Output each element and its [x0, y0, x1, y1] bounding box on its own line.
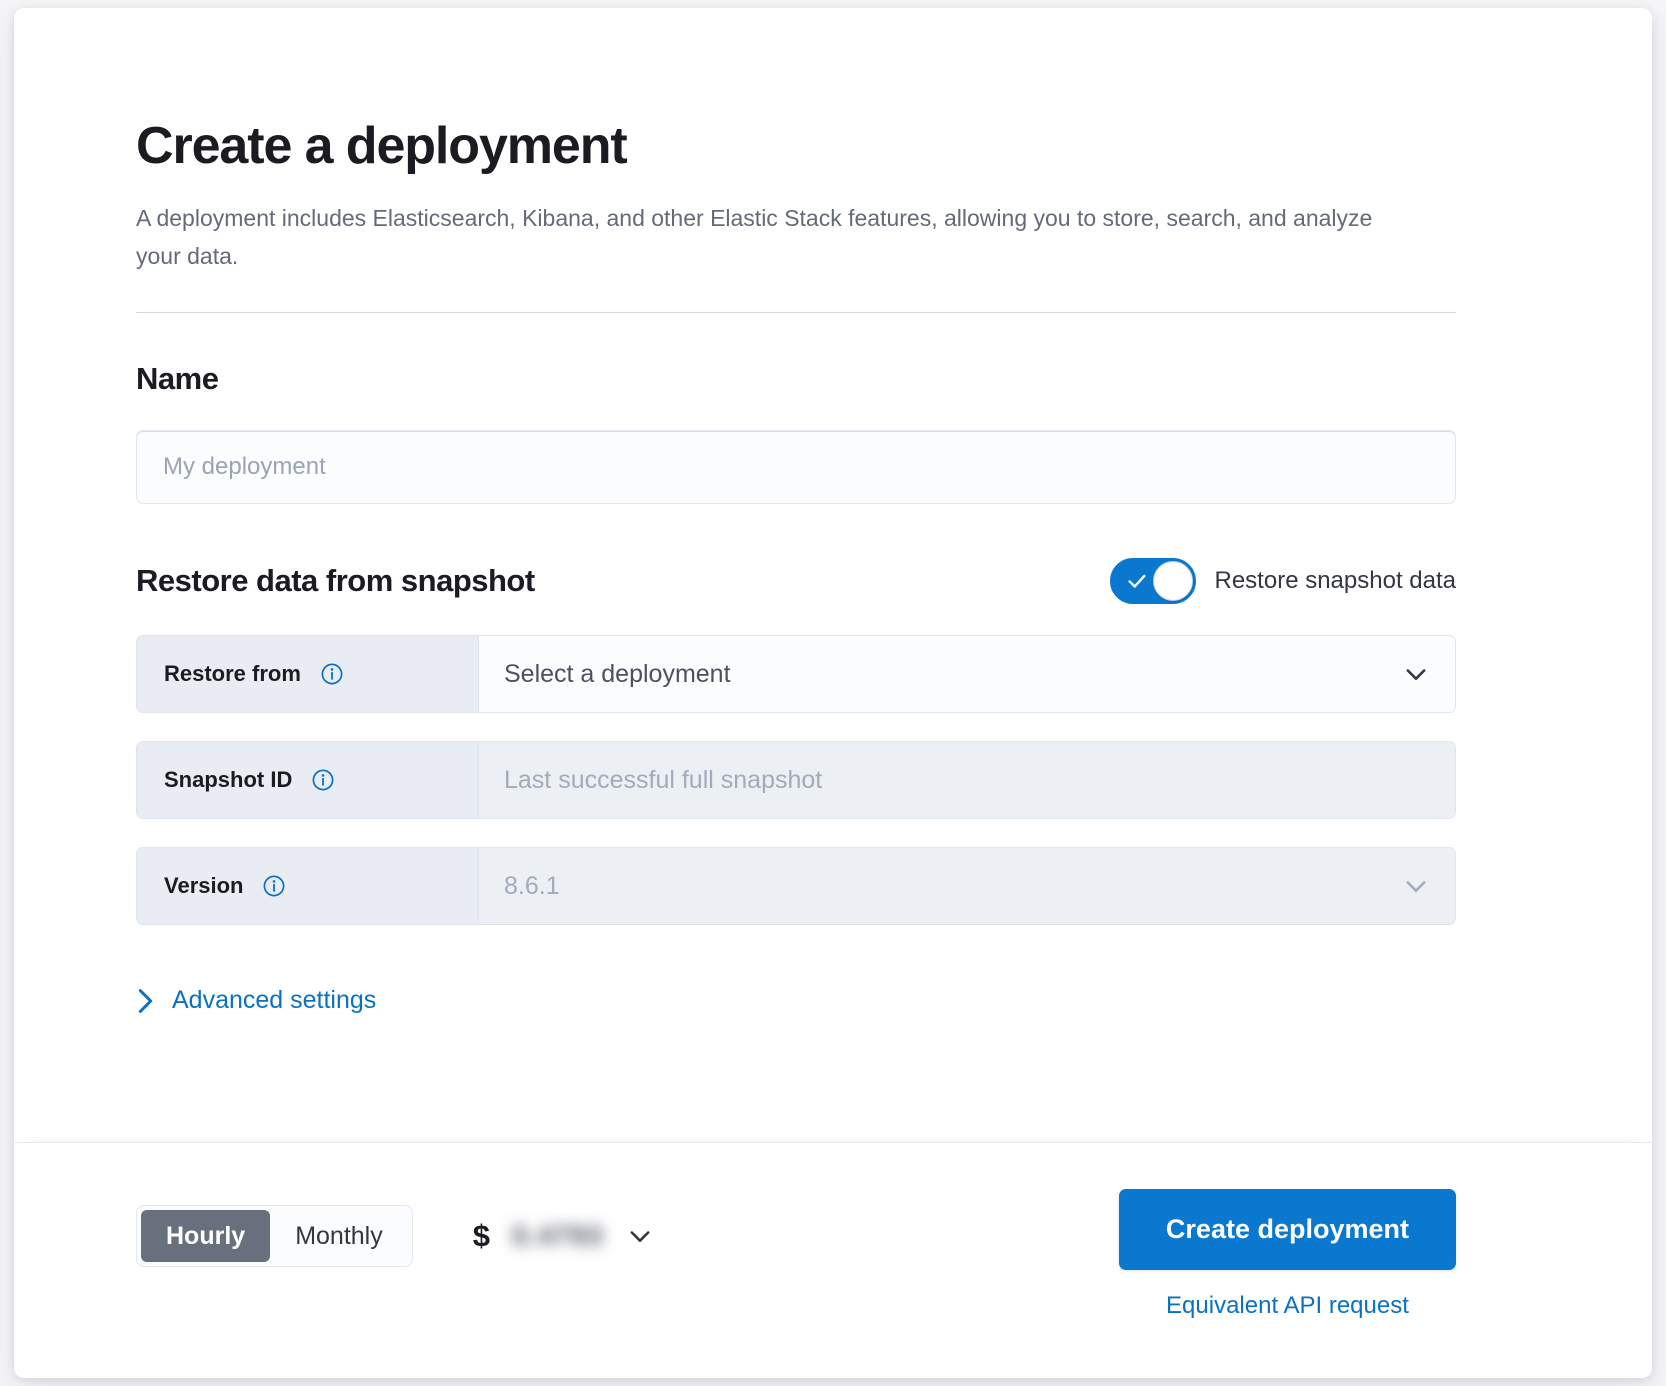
info-icon[interactable]: [320, 662, 344, 686]
page-title: Create a deployment: [136, 117, 628, 175]
snapshot-id-label: Snapshot ID: [164, 767, 293, 793]
restore-section-heading: Restore data from snapshot: [136, 563, 535, 599]
billing-period-toggle[interactable]: Hourly Monthly: [136, 1205, 413, 1267]
footer-right-group: Create deployment Equivalent API request: [1118, 1189, 1456, 1320]
page-description: A deployment includes Elasticsearch, Kib…: [136, 205, 1373, 270]
restore-from-row[interactable]: Restore from Select a deployment: [136, 635, 1456, 714]
price-display[interactable]: $ 0.4793: [473, 1218, 654, 1254]
toggle-knob: [1152, 561, 1193, 602]
version-label: Version: [164, 873, 244, 899]
chevron-down-icon[interactable]: [1402, 660, 1430, 688]
header-divider: [136, 312, 1456, 314]
advanced-settings-label: Advanced settings: [172, 986, 377, 1015]
version-row: Version 8.6.1: [136, 847, 1456, 926]
chevron-down-icon: [1406, 881, 1426, 892]
restore-section-header: Restore data from snapshot Restore snaps…: [136, 558, 1457, 605]
billing-option-monthly[interactable]: Monthly: [295, 1221, 383, 1250]
snapshot-id-value: Last successful full snapshot: [504, 765, 823, 794]
price-currency: $: [472, 1218, 490, 1253]
info-icon[interactable]: [262, 874, 286, 898]
form-body: Create a deployment A deployment include…: [14, 8, 1652, 1142]
equivalent-api-request-link[interactable]: Equivalent API request: [1166, 1292, 1409, 1319]
info-icon[interactable]: [311, 768, 335, 792]
restore-from-label-group: Restore from: [137, 636, 479, 713]
chevron-down-icon[interactable]: [626, 1222, 654, 1250]
restore-toggle-group[interactable]: Restore snapshot data: [1109, 558, 1457, 605]
restore-from-label: Restore from: [164, 661, 301, 687]
chevron-right-icon: [138, 988, 153, 1013]
footer-bar: Hourly Monthly $ 0.4793 Create deploymen…: [14, 1142, 1652, 1378]
name-section-heading: Name: [136, 361, 219, 397]
create-deployment-button[interactable]: Create deployment: [1118, 1189, 1456, 1270]
advanced-settings-link[interactable]: Advanced settings: [136, 986, 376, 1015]
footer-left-group: Hourly Monthly $ 0.4793: [136, 1189, 654, 1267]
restore-from-select[interactable]: Select a deployment: [479, 636, 1455, 713]
create-deployment-card: Create a deployment A deployment include…: [14, 8, 1652, 1378]
restore-from-value: Select a deployment: [504, 659, 731, 688]
snapshot-id-label-group: Snapshot ID: [137, 742, 479, 819]
version-value: 8.6.1: [504, 871, 560, 900]
restore-toggle-label: Restore snapshot data: [1214, 567, 1457, 595]
restore-snapshot-toggle[interactable]: [1109, 558, 1196, 605]
deployment-name-input[interactable]: My deployment: [136, 430, 1456, 505]
deployment-name-placeholder: My deployment: [163, 453, 326, 481]
version-label-group: Version: [137, 848, 479, 925]
price-amount: 0.4793: [511, 1220, 604, 1251]
check-icon: [1127, 574, 1146, 588]
snapshot-id-input: Last successful full snapshot: [479, 742, 1455, 819]
billing-option-hourly[interactable]: Hourly: [141, 1210, 271, 1262]
restore-form-rows: Restore from Select a deployment: [136, 635, 1456, 926]
snapshot-id-row: Snapshot ID Last successful full snapsho…: [136, 741, 1456, 820]
version-select: 8.6.1: [479, 848, 1455, 925]
